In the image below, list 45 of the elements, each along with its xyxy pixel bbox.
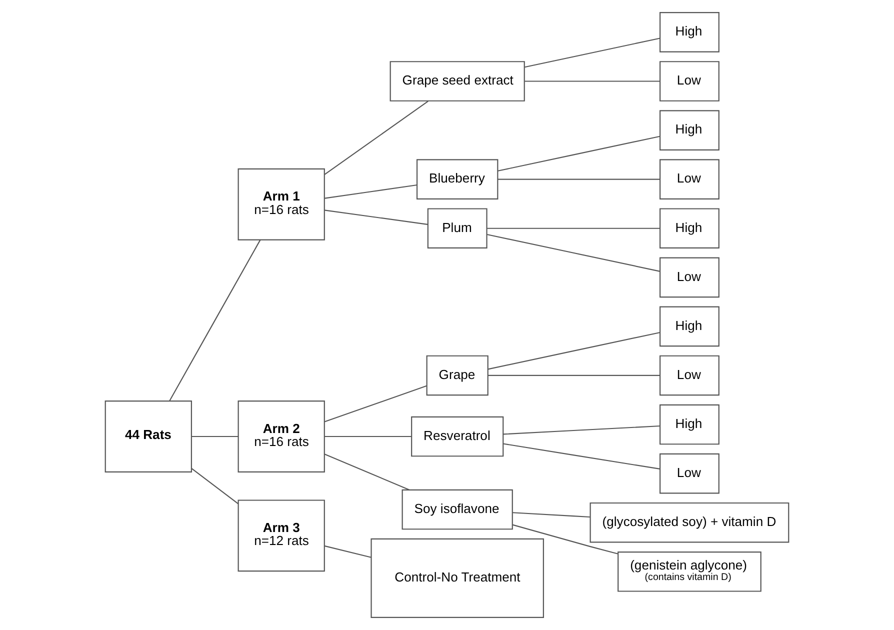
connector [324,436,412,438]
node-box: (glycosylated soy) + vitamin D [590,502,790,543]
node-box: Soy isoflavone [402,489,513,530]
node-box: High [660,208,720,249]
connector [503,443,660,470]
node-box: 44 Rats [104,400,192,472]
node-box: High [660,110,720,150]
node-box: Grape seed extract [390,61,525,102]
node-box: Low [660,159,720,200]
node-box: Arm 3 n=12 rats [238,500,325,572]
connector [487,228,660,229]
node-box: Control-No Treatment [370,538,544,618]
connector [324,545,372,558]
node-box: Plum [427,208,488,249]
connector [524,38,660,68]
node-box: Low [660,453,720,494]
connector [192,436,238,438]
node-box: Arm 2 n=16 rats [238,400,325,472]
node-box: Low [660,61,720,102]
connector [524,80,660,82]
connector [324,100,428,176]
connector [498,136,660,172]
connector [191,468,239,504]
connector [324,454,410,490]
connector [169,240,261,402]
connector [324,184,418,199]
node-box: Grape [426,355,488,396]
node-box: Low [660,257,720,298]
connector [487,234,660,272]
connector [324,210,428,225]
connector [324,385,427,422]
node-box: High [660,306,720,347]
connector [512,512,590,518]
connector [498,178,660,180]
node-box: Low [660,355,720,396]
node-box: (genistein aglycone) (contains vitamin D) [618,551,762,592]
node-box: High [660,404,720,445]
connector [503,425,660,435]
connector [488,332,660,370]
node-box: Arm 1 n=16 rats [238,168,325,240]
connector [512,524,618,554]
connector [488,374,660,376]
node-box: High [660,12,720,52]
node-box: Resveratrol [411,416,504,457]
node-box: Blueberry [416,159,498,200]
